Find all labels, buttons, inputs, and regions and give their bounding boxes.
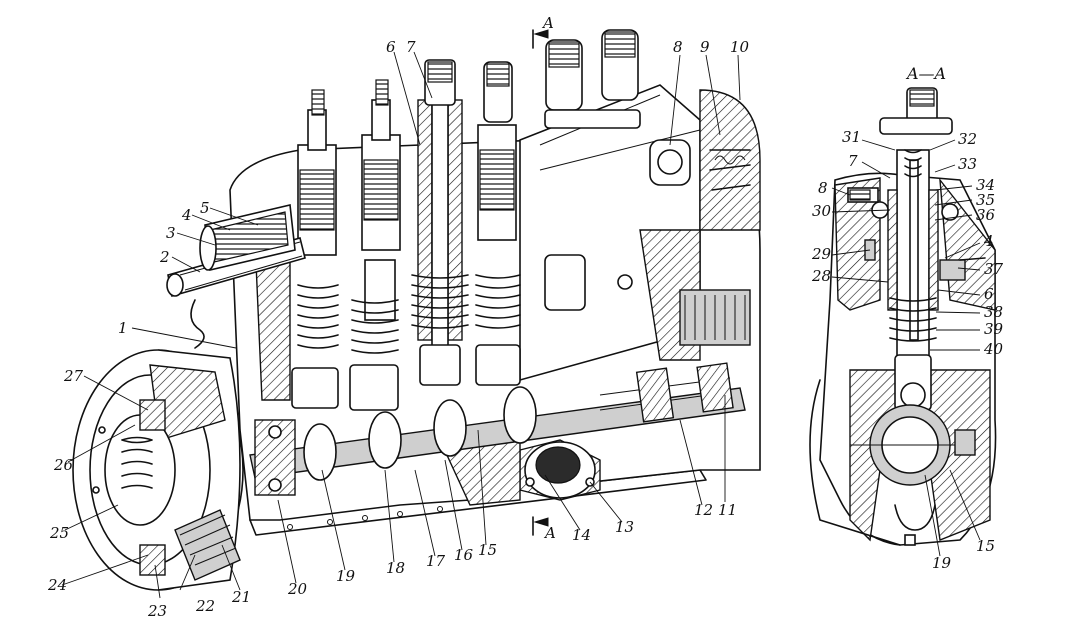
label-25: 25 [49, 524, 69, 542]
section-label-15: 15 [976, 537, 995, 555]
label-8: 8 [673, 38, 683, 56]
label-1: 1 [118, 319, 128, 337]
label-5: 5 [200, 199, 210, 217]
section-mark-top-label: A [541, 14, 554, 32]
section-label-33: 33 [958, 155, 977, 173]
section-label-38: 38 [984, 303, 1003, 321]
section-label-4: 4 [983, 232, 994, 250]
label-7: 7 [406, 38, 416, 56]
label-10: 10 [730, 38, 750, 56]
section-label-29: 29 [811, 245, 832, 263]
section-label-35: 35 [976, 191, 995, 209]
camshaft-lobes [303, 386, 537, 481]
section-drain-loop [894, 504, 936, 531]
main-view-labels: 1 2 3 4 5 6 7 8 9 10 11 12 13 14 15 16 1… [47, 14, 750, 620]
label-20: 20 [287, 580, 308, 598]
section-label-19: 19 [932, 554, 952, 572]
plunger-section-3-cut [411, 59, 469, 386]
tappet-4 [475, 344, 521, 386]
label-17: 17 [426, 552, 446, 570]
section-label-28: 28 [811, 267, 831, 285]
main-view-leaders [61, 51, 741, 599]
section-plunger-spring [889, 297, 937, 342]
section-label-7: 7 [848, 152, 858, 170]
main-cutaway-view [72, 29, 761, 591]
section-label-32: 32 [958, 130, 977, 148]
label-13: 13 [615, 518, 634, 536]
plunger-spring-3 [411, 274, 469, 329]
section-roller [900, 382, 926, 408]
camshaft-bearing-right [635, 367, 675, 423]
cover-screw [617, 274, 633, 290]
section-label-30: 30 [812, 202, 832, 220]
label-18: 18 [386, 559, 405, 577]
plunger-barrel-cut [431, 99, 449, 351]
label-12: 12 [694, 501, 713, 519]
retaining-wire [190, 299, 205, 349]
section-label-39: 39 [984, 320, 1004, 338]
label-6: 6 [386, 38, 396, 56]
tappet-3 [419, 344, 461, 386]
drive-coupling [72, 349, 244, 591]
section-cam-bolt [954, 429, 976, 456]
label-9: 9 [700, 38, 710, 56]
base-plate-holes [287, 506, 443, 530]
section-label-37: 37 [984, 260, 1004, 278]
label-3: 3 [166, 224, 176, 242]
inlet-pipes [166, 204, 306, 349]
section-plunger [909, 159, 919, 341]
section-valve-spring [904, 149, 922, 178]
label-22: 22 [195, 597, 215, 615]
section-label-8: 8 [818, 179, 828, 197]
plunger-section-1 [291, 89, 339, 409]
section-mark-bottom [532, 516, 549, 536]
tappet-1 [291, 367, 339, 409]
banjo-fittings [544, 29, 641, 129]
section-label-34: 34 [976, 176, 995, 194]
section-label-31: 31 [842, 128, 861, 146]
fuel-gallery-pipe [544, 109, 641, 129]
label-24: 24 [47, 576, 67, 594]
plunger-spring-4 [475, 274, 521, 329]
inspection-cover [544, 254, 586, 311]
label-23: 23 [147, 602, 167, 620]
section-label-36: 36 [976, 206, 996, 224]
section-title: A—A [905, 64, 946, 83]
label-14: 14 [572, 526, 591, 544]
governor-spring [714, 155, 746, 165]
label-21: 21 [231, 588, 251, 606]
section-guard [809, 379, 901, 546]
camshaft-bearing-end [696, 362, 734, 413]
section-label-40: 40 [983, 340, 1004, 358]
coupling-spring [121, 436, 153, 489]
label-26: 26 [53, 456, 74, 474]
plunger-section-4 [475, 61, 521, 386]
label-15: 15 [478, 541, 497, 559]
label-19: 19 [336, 567, 356, 585]
section-a-a-view [809, 87, 997, 546]
tappet-2 [349, 364, 399, 411]
governor-housing-wall [699, 89, 761, 231]
section-mark-top [532, 29, 549, 49]
plunger-spring-1 [297, 284, 339, 349]
section-view-labels: A—A 31 32 7 33 8 34 35 30 36 4 29 37 28 … [811, 64, 1004, 572]
label-11: 11 [718, 501, 737, 519]
label-4: 4 [181, 206, 192, 224]
section-view-leaders [831, 139, 981, 557]
plunger-spring-2 [351, 299, 399, 354]
label-2: 2 [159, 248, 170, 266]
label-27: 27 [63, 367, 84, 385]
label-16: 16 [454, 546, 474, 564]
section-side-fitting [939, 259, 966, 281]
section-label-6: 6 [984, 285, 994, 303]
plunger-section-2 [349, 79, 401, 411]
section-mark-bottom-label: A [543, 524, 556, 542]
